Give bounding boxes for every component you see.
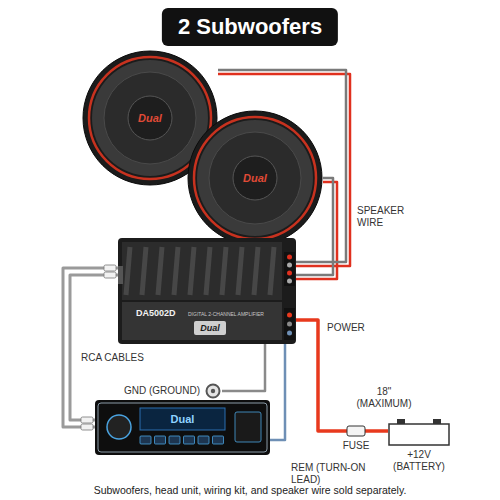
node-label: DA5002D <box>136 307 176 319</box>
wire-label: RCA CABLES <box>80 352 145 364</box>
head-unit: Dual <box>95 400 270 455</box>
battery: +12V (BATTERY) <box>388 418 450 473</box>
rca-plug <box>104 265 116 271</box>
speaker-frame <box>188 111 322 245</box>
heatsink-fin <box>206 247 210 295</box>
volume-knob <box>107 415 131 439</box>
wire-label: 18" (MAXIMUM) <box>350 386 418 410</box>
brand-logo: Dual <box>140 412 225 426</box>
power-terminal <box>287 331 292 336</box>
display-screen <box>140 408 225 430</box>
heatsink-fin <box>190 247 194 295</box>
logo-plate <box>194 321 226 335</box>
node-label: DIGITAL 2-CHANNEL AMPLIFIER <box>188 310 264 318</box>
preset-button <box>140 436 151 444</box>
power-terminal-block <box>284 308 295 340</box>
heatsink-fin <box>142 247 146 295</box>
head-unit-body <box>95 400 270 455</box>
ground-point: GND (GROUND) <box>124 382 222 400</box>
faceplate-trim <box>98 403 267 452</box>
speaker-terminal <box>287 255 292 260</box>
wire <box>70 275 118 420</box>
rca-input <box>118 266 123 284</box>
usb-panel <box>235 412 261 442</box>
battery-body <box>389 424 449 445</box>
speaker-terminal-block <box>284 252 295 286</box>
wire <box>270 344 285 440</box>
ground-symbol <box>204 382 222 400</box>
heatsink-fin <box>222 247 226 295</box>
speaker-terminal <box>287 279 292 284</box>
preset-button <box>184 436 195 444</box>
wire-label: SPEAKER WIRE <box>356 205 414 229</box>
wire <box>222 344 265 391</box>
wire-label: POWER <box>326 322 366 334</box>
wire-label: REM (TURN-ON LEAD) <box>290 462 392 486</box>
preset-button <box>198 436 209 444</box>
amplifier-body <box>118 238 296 344</box>
node-label: +12V (BATTERY) <box>388 449 450 473</box>
fuse-body <box>347 426 365 436</box>
heatsink-fin <box>158 247 162 295</box>
ground-bolt <box>211 389 215 393</box>
subwoofer-drawing <box>188 111 322 245</box>
heatsink-fin <box>238 247 242 295</box>
amplifier-top <box>122 242 282 300</box>
node-label: FUSE <box>336 440 376 452</box>
power-terminal <box>287 313 292 318</box>
heatsink-fin <box>270 247 274 295</box>
rca-plug <box>81 424 93 430</box>
amplifier: DA5002D DIGITAL 2-CHANNEL AMPLIFIER Dual <box>118 238 296 344</box>
node-label: Dual <box>194 322 226 334</box>
fuse: FUSE <box>336 425 376 452</box>
node-illustration <box>95 400 270 455</box>
battery-symbol <box>388 418 450 446</box>
wire <box>376 429 388 433</box>
rca-plug <box>104 272 116 278</box>
brand-logo: Dual <box>187 171 323 185</box>
preset-button <box>169 436 180 444</box>
brand-logo: Dual <box>82 111 218 125</box>
preset-button <box>213 436 224 444</box>
title-banner: 2 Subwoofers <box>162 8 338 46</box>
heatsink-fin <box>174 247 178 295</box>
rca-plug <box>81 417 93 423</box>
node-label: GND (GROUND) <box>124 385 200 397</box>
preset-button <box>155 436 166 444</box>
heatsink-fin <box>126 247 130 295</box>
speaker-terminal <box>287 271 292 276</box>
subwoofer: Dual <box>187 110 323 246</box>
fuse-symbol <box>336 425 376 437</box>
speaker-terminal <box>287 263 292 268</box>
caption: Subwoofers, head unit, wiring kit, and s… <box>0 484 500 497</box>
amplifier-front <box>122 302 282 340</box>
wire <box>296 320 336 431</box>
heatsink-fin <box>254 247 258 295</box>
power-terminal <box>287 322 292 327</box>
ground-lug <box>207 385 220 398</box>
